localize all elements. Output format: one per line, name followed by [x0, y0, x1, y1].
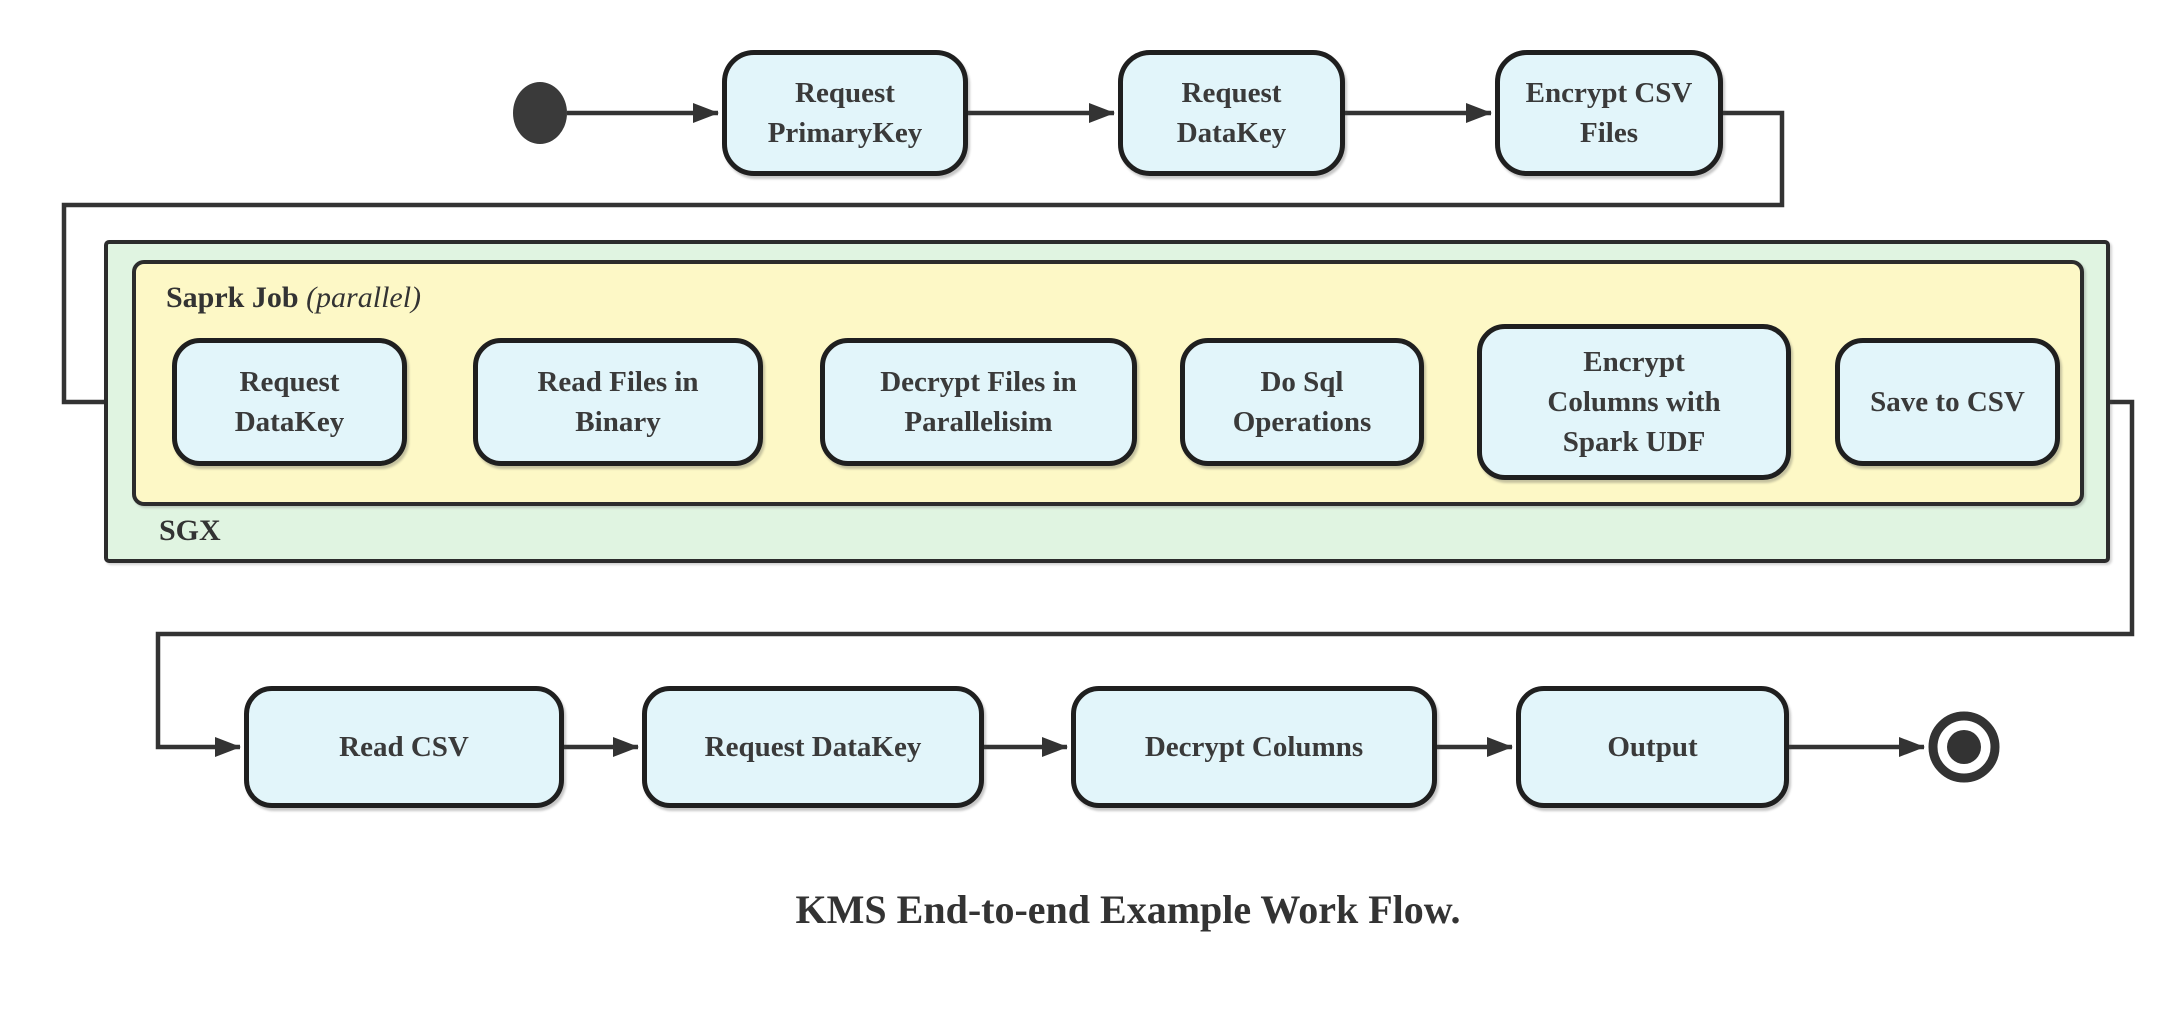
state-request-datakey-top: Request DataKey — [1118, 50, 1345, 176]
state-label: Read CSV — [339, 730, 469, 763]
state-request-datakey-spark: Request DataKey — [172, 338, 407, 466]
spark-job-label: Saprk Job (parallel) — [166, 281, 421, 315]
state-request-datakey-bottom: Request DataKey — [642, 686, 984, 808]
state-label: Do Sql Operations — [1232, 365, 1372, 438]
state-output: Output — [1516, 686, 1789, 808]
state-label: Request DataKey — [704, 730, 922, 763]
state-label: Decrypt Columns — [1144, 730, 1364, 763]
state-label: Request DataKey — [234, 365, 345, 438]
spark-job-title: Saprk Job — [166, 281, 299, 314]
state-label: Request DataKey — [1176, 76, 1287, 149]
start-state-icon — [513, 82, 567, 144]
end-state-inner-dot — [1947, 730, 1981, 764]
state-request-primarykey: Request PrimaryKey — [722, 50, 968, 176]
diagram-caption: KMS End-to-end Example Work Flow. — [795, 887, 1461, 932]
state-decrypt-files-in-parallelisim: Decrypt Files in Parallelisim — [820, 338, 1137, 466]
state-read-files-in-binary: Read Files in Binary — [473, 338, 763, 466]
state-label: Read Files in Binary — [537, 365, 699, 438]
state-encrypt-csv-files: Encrypt CSV Files — [1495, 50, 1723, 176]
state-label: Decrypt Files in Parallelisim — [880, 365, 1077, 438]
spark-job-qualifier: (parallel) — [306, 281, 422, 314]
state-decrypt-columns: Decrypt Columns — [1071, 686, 1437, 808]
state-do-sql-operations: Do Sql Operations — [1180, 338, 1424, 466]
state-label: Encrypt Columns with Spark UDF — [1547, 345, 1721, 458]
sgx-label: SGX — [159, 514, 221, 547]
state-label: Encrypt CSV Files — [1525, 76, 1693, 149]
state-read-csv: Read CSV — [244, 686, 564, 808]
state-label: Output — [1607, 730, 1698, 763]
state-encrypt-columns-with-spark-udf: Encrypt Columns with Spark UDF — [1477, 324, 1791, 480]
state-save-to-csv: Save to CSV — [1835, 338, 2060, 466]
state-label: Save to CSV — [1870, 385, 2025, 418]
state-label: Request PrimaryKey — [767, 76, 923, 149]
